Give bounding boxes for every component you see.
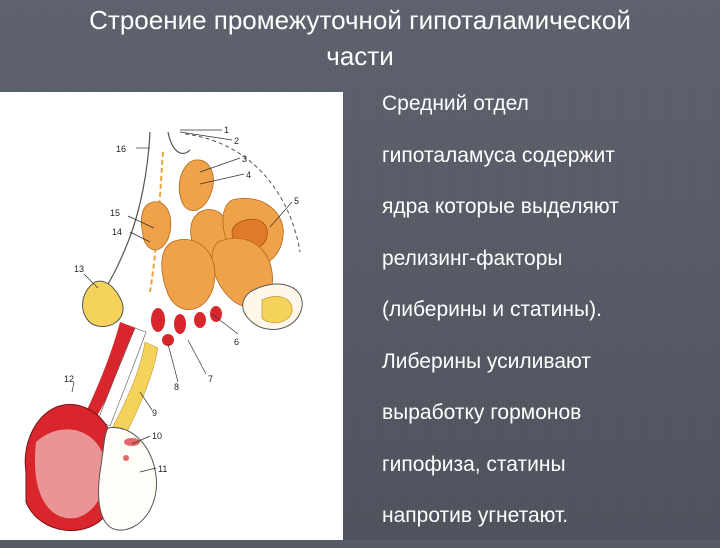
tuberal-nucleus	[194, 312, 206, 328]
leader-lines	[71, 129, 293, 473]
nucleus-shape	[140, 201, 172, 251]
mammillary-nucleus	[261, 296, 293, 324]
label-15: 15	[110, 208, 120, 218]
label-10: 10	[152, 431, 162, 441]
posterior-pituitary-mark	[123, 455, 129, 461]
nucleus-shape	[161, 239, 216, 310]
contour-dashed-line	[184, 133, 301, 253]
body-line: Либерины усиливают	[382, 349, 591, 373]
label-1: 1	[224, 125, 229, 135]
tuberal-nucleus	[151, 308, 165, 332]
body-line: выработку гормонов	[382, 401, 582, 424]
optic-chiasm	[82, 280, 124, 327]
tuberal-nucleus	[162, 334, 174, 346]
stalk-outline	[97, 327, 147, 427]
label-14: 14	[112, 227, 122, 237]
tuberal-nucleus	[174, 314, 186, 334]
contour-line	[167, 131, 191, 154]
posterior-pituitary-mark	[124, 438, 140, 446]
body-line: ядра которые выделяют	[382, 195, 619, 218]
label-12: 12	[64, 374, 74, 384]
tuberal-nucleus	[210, 306, 222, 322]
body-line: релизинг-факторы	[382, 246, 563, 270]
label-7: 7	[208, 374, 213, 384]
nucleus-shape	[178, 159, 214, 211]
label-2: 2	[234, 136, 239, 146]
contour-line	[99, 131, 151, 298]
body-line: Средний отдел	[382, 92, 529, 115]
hypothalamus-diagram: 1 2 3 4 5 6 7 8 9 10 11 12 13 14 15 16	[24, 125, 303, 532]
slide-title-line-1: Строение промежуточной гипоталамической	[89, 5, 631, 35]
slide-title: Строение промежуточной гипоталамической …	[0, 2, 720, 74]
hypophyseal-tract-red	[86, 322, 136, 418]
label-13: 13	[74, 264, 84, 274]
label-3: 3	[242, 154, 247, 164]
label-6: 6	[234, 337, 239, 347]
label-5: 5	[294, 196, 299, 206]
hypothalamus-illustration: 1 2 3 4 5 6 7 8 9 10 11 12 13 14 15 16	[0, 92, 343, 540]
label-4: 4	[246, 170, 251, 180]
label-9: 9	[152, 408, 157, 418]
label-11: 11	[158, 464, 167, 474]
anterior-pituitary-dots	[34, 429, 106, 519]
body-line: напротив угнетают.	[382, 504, 569, 527]
label-8: 8	[174, 382, 179, 392]
body-line: гипофиза, статины	[382, 452, 566, 476]
posterior-pituitary	[98, 427, 158, 531]
label-16: 16	[116, 144, 126, 154]
body-line: (либерины и статины).	[382, 298, 602, 321]
body-line: гипоталамуса содержит	[382, 143, 615, 167]
slide-title-line-2: части	[326, 41, 394, 71]
slide-body-text: Средний отдел гипоталамуса содержит ядра…	[382, 84, 712, 548]
